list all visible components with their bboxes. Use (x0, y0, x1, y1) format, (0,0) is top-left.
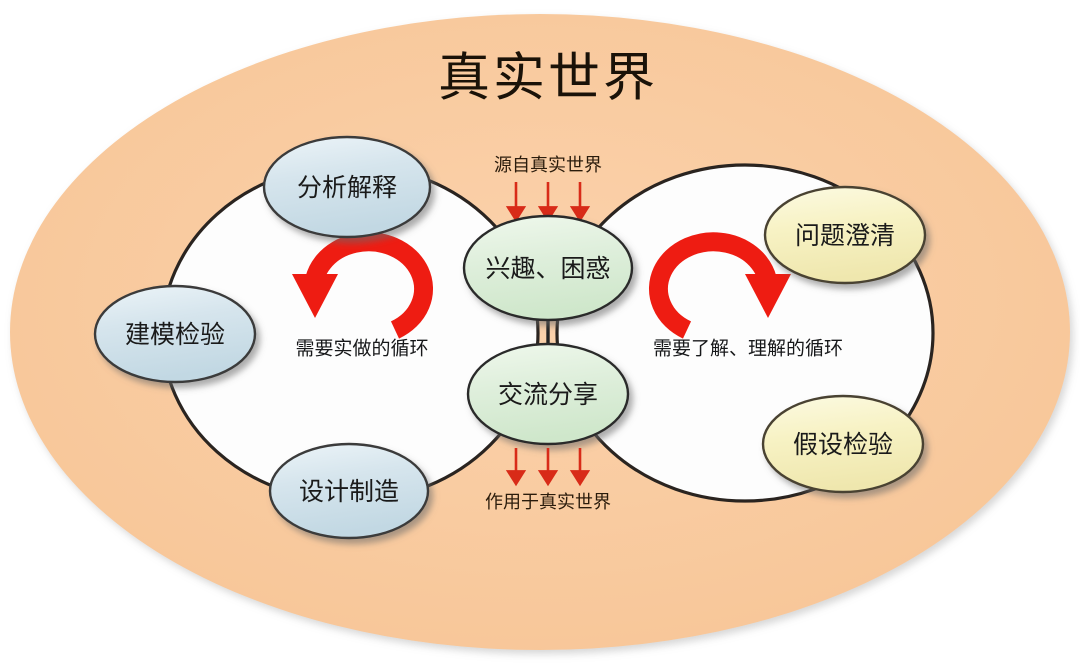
top-inflow-arrows (505, 182, 591, 223)
node-analysis-interpretation-label: 分析解释 (297, 173, 397, 202)
left-cycle-label: 需要实做的循环 (295, 338, 428, 360)
node-interest-confusion-label: 兴趣、困惑 (485, 254, 610, 283)
node-hypothesis-testing-label: 假设检验 (793, 430, 893, 459)
bottom-outflow-arrows (505, 448, 591, 487)
node-communicate-share-label: 交流分享 (498, 380, 598, 409)
right-cycle-red-arrow (649, 232, 791, 339)
node-analysis-interpretation[interactable] (262, 135, 432, 239)
node-design-manufacture[interactable] (268, 442, 430, 540)
diagram-title: 真实世界 (438, 49, 658, 109)
bottom-annotation-label: 作用于真实世界 (485, 492, 611, 513)
node-problem-clarification-label: 问题澄清 (795, 221, 895, 250)
node-problem-clarification[interactable] (763, 185, 927, 285)
node-interest-confusion[interactable] (462, 214, 634, 322)
right-cycle-label: 需要了解、理解的循环 (653, 338, 843, 360)
node-communicate-share[interactable] (466, 342, 630, 446)
node-hypothesis-testing[interactable] (761, 394, 925, 494)
node-modeling-verification-label: 建模检验 (125, 320, 225, 349)
node-design-manufacture-label: 设计制造 (299, 477, 399, 506)
top-annotation-label: 源自真实世界 (494, 155, 602, 176)
left-cycle-red-arrow (292, 232, 433, 339)
node-modeling-verification[interactable] (93, 284, 257, 384)
